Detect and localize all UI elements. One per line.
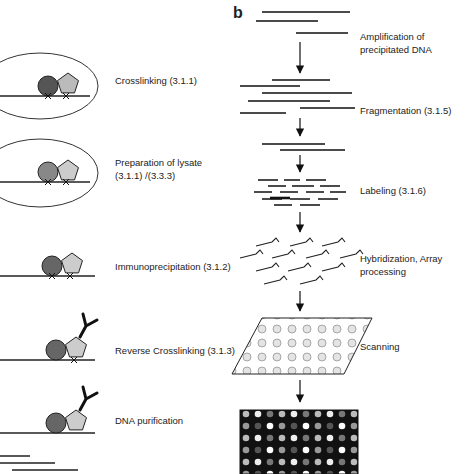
flow-arrow [299,155,300,172]
flow-arrow [299,212,300,232]
dna-strand [0,275,95,276]
protein-pentagon [58,73,79,93]
step-label: Preparation of lysate (3.1.1) /(3.3.3) [115,157,227,183]
labeled-fragments [240,238,363,284]
flow-arrow [299,42,300,73]
panel-letter: b [233,2,243,24]
dna-strand [0,432,95,433]
protein-pentagon [66,337,87,357]
amplified-dna [262,144,345,150]
purified-dna [0,456,78,470]
step-label: DNA purification [115,415,183,428]
crosslink-mark [45,179,69,185]
protein-circle [46,413,66,433]
protein-pentagon [58,160,79,180]
protein-circle [38,76,58,96]
dna-fragments [270,197,290,200]
step-label: Crosslinking (3.1.1) [115,75,197,88]
crosslink-mark [71,357,77,363]
flow-arrow [299,118,300,136]
step-label: Scanning [360,341,400,354]
protein-circle [46,340,66,360]
step-label: Labeling (3.1.6) [360,185,426,198]
dna-strand [0,359,95,360]
dna-fragments [254,180,346,205]
antibody-symbol [80,387,97,410]
step-label: Amplification of precipitated DNA [360,31,455,57]
step-label: Fragmentation (3.1.5) [360,105,451,118]
crosslink-mark [49,273,73,279]
scanned-array-image [240,410,358,474]
protein-circle [38,162,58,182]
protein-pentagon [66,410,87,430]
cell-outline [0,53,98,119]
microarray-slide [232,318,372,374]
step-label: Hybridization, Array processing [360,253,450,279]
protein-pentagon [62,253,83,273]
step-label: Immunoprecipitation (3.1.2) [115,261,231,274]
flow-arrow [299,291,300,311]
flow-arrow [299,380,300,402]
antibody-symbol [80,314,97,337]
cell-outline [0,139,98,207]
step-label: Reverse Crosslinking (3.1.3) [115,345,235,358]
precipitated-dna [256,12,350,33]
amplified-dna [240,80,355,113]
crosslink-mark [45,93,69,99]
protein-circle [42,256,62,276]
